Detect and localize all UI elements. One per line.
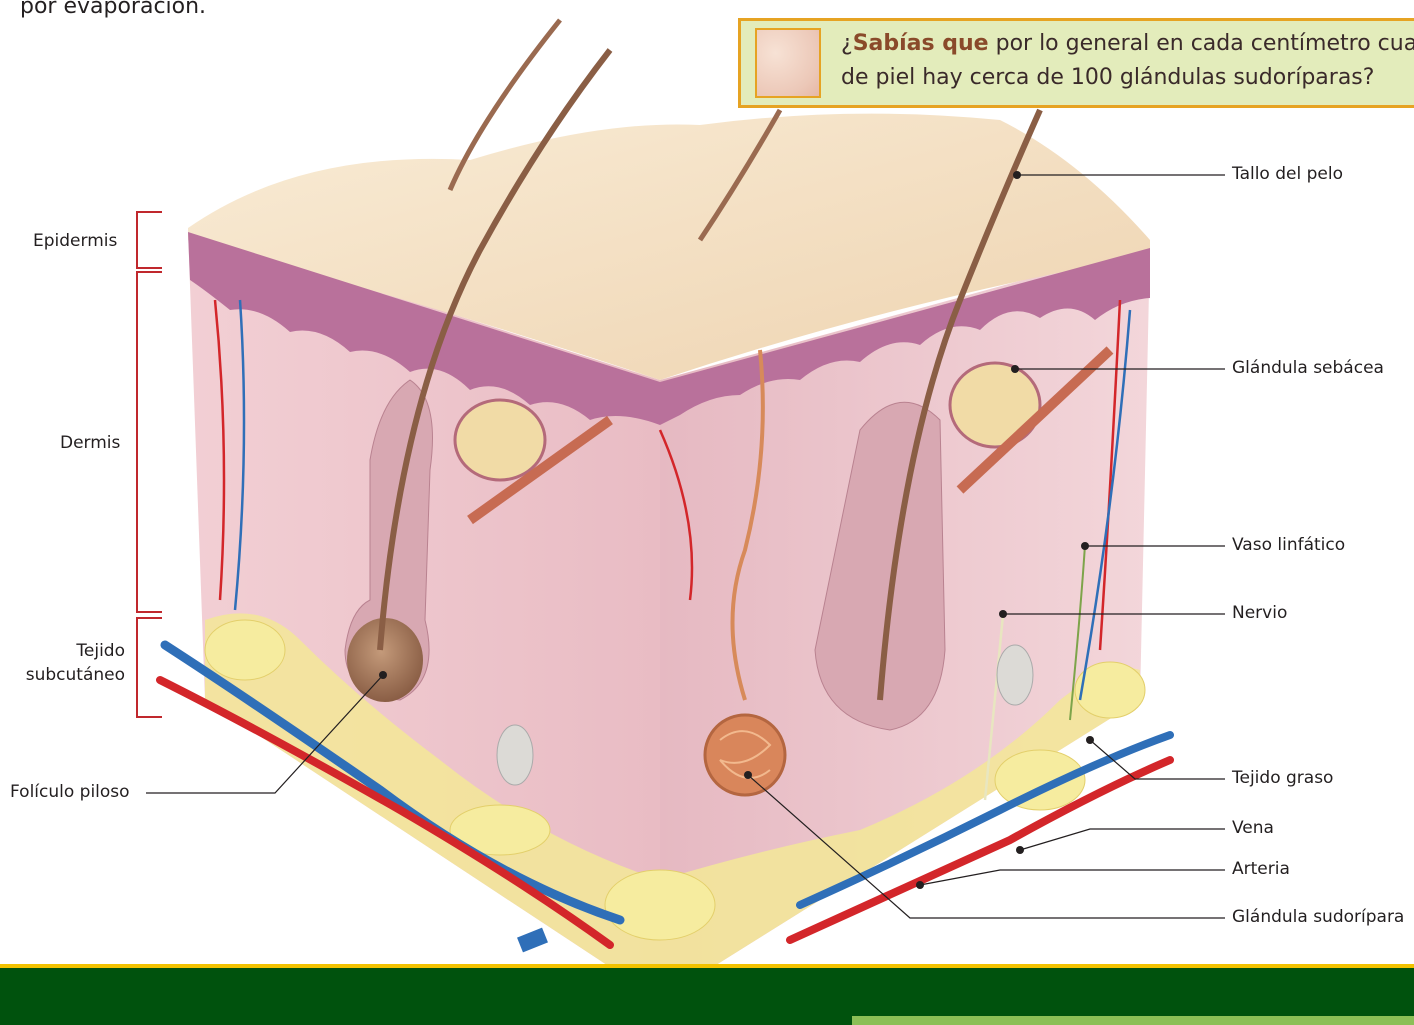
skin-closeup-thumbnail <box>755 28 821 98</box>
fat-lobule <box>605 870 715 940</box>
footer-light-green-bar <box>852 1016 1414 1025</box>
did-you-know-callout: ¿Sabías que por lo general en cada centí… <box>738 18 1414 108</box>
label-epidermis: Epidermis <box>33 231 117 251</box>
label-fat-tissue: Tejido graso <box>1232 768 1333 788</box>
label-dermis: Dermis <box>60 433 120 453</box>
label-sebaceous-gland: Glándula sebácea <box>1232 358 1384 378</box>
leader-dot <box>1013 171 1021 179</box>
callout-highlight: Sabías que <box>853 31 989 56</box>
vessel-end-blue <box>520 935 545 945</box>
label-hair-shaft: Tallo del pelo <box>1232 164 1343 184</box>
leader-dot <box>744 771 752 779</box>
leader-dot <box>916 881 924 889</box>
leader-dot <box>1081 542 1089 550</box>
sweat-gland-coil <box>705 715 785 795</box>
label-subcutaneous-line1: Tejido <box>30 641 125 661</box>
leader-vein <box>1020 829 1225 850</box>
epidermis-bracket <box>137 212 162 268</box>
callout-question-mark: ¿ <box>841 31 853 56</box>
leader-dot <box>1016 846 1024 854</box>
label-lymph-vessel: Vaso linfático <box>1232 535 1345 555</box>
sebaceous-gland-left <box>455 400 545 480</box>
label-hair-follicle: Folículo piloso <box>10 782 130 802</box>
leader-dot <box>999 610 1007 618</box>
leader-artery <box>920 870 1225 885</box>
pacinian-corpuscle <box>497 725 533 785</box>
leader-dot <box>1086 736 1094 744</box>
label-nerve: Nervio <box>1232 603 1287 623</box>
hair-bulb <box>347 618 423 702</box>
callout-line1: por lo general en cada centímetro cuad <box>989 31 1414 56</box>
callout-line2: de piel hay cerca de 100 glándulas sudor… <box>841 65 1374 90</box>
dermis-bracket <box>137 272 162 612</box>
fat-lobule <box>205 620 285 680</box>
pacinian-corpuscle <box>997 645 1033 705</box>
label-vein: Vena <box>1232 818 1274 838</box>
callout-text: ¿Sabías que por lo general en cada centí… <box>841 27 1414 95</box>
leader-dot <box>1011 365 1019 373</box>
subcutaneous-bracket <box>137 618 162 717</box>
label-sweat-gland: Glándula sudorípara <box>1232 907 1404 927</box>
label-subcutaneous-line2: subcutáneo <box>20 665 125 685</box>
leader-dot <box>379 671 387 679</box>
label-artery: Arteria <box>1232 859 1290 879</box>
